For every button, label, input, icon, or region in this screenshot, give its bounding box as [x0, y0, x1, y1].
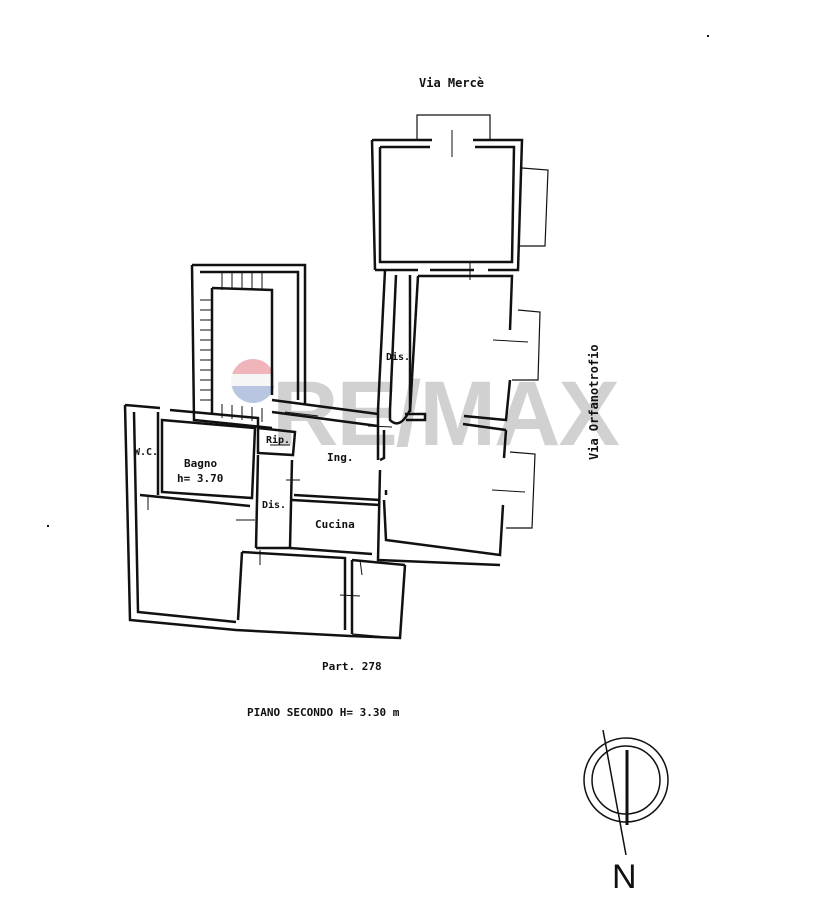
parcel-label: Part. 278: [322, 660, 382, 673]
room-label-dis-small: Dis.: [262, 500, 287, 511]
north-arrow-icon: [583, 729, 669, 856]
floor-title: PIANO SECONDO H= 3.30 m: [247, 706, 400, 719]
room-label-rip: Rip.: [266, 435, 291, 446]
remax-balloon-icon: [231, 359, 275, 403]
room-label-ing: Ing.: [327, 451, 354, 464]
room-height-bagno: h= 3.70: [177, 472, 224, 485]
north-label: N: [612, 858, 637, 896]
room-label-dis-corridor: Dis.: [386, 352, 411, 363]
room-label-bagno: Bagno: [184, 457, 218, 470]
room-label-wc: W.C.: [134, 447, 159, 458]
remax-watermark: RE/MAX: [272, 363, 620, 465]
street-label-east: Via Orfanotrofio: [587, 344, 601, 460]
room-label-cucina: Cucina: [315, 518, 355, 531]
street-label-north: Via Mercè: [419, 76, 485, 90]
